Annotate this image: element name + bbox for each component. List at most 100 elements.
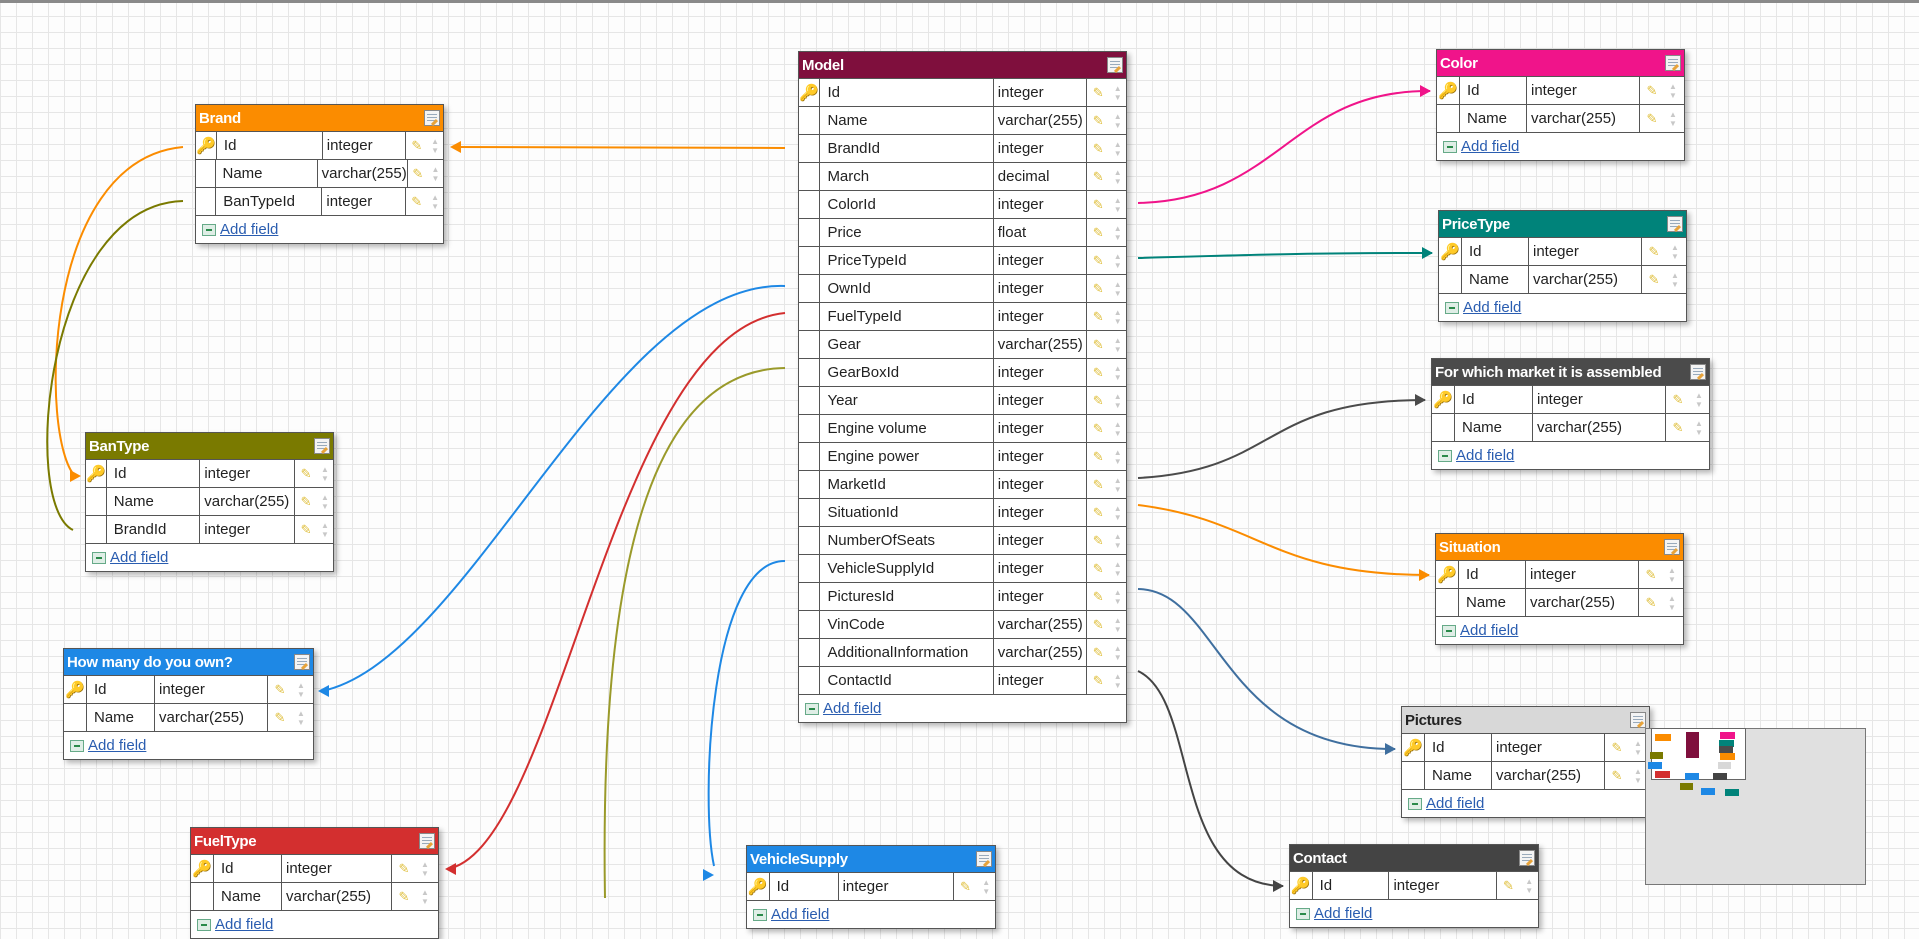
pencil-icon[interactable]: ✎ — [960, 878, 971, 894]
up-down-arrows-icon[interactable]: ▲▼ — [1634, 766, 1642, 785]
add-field-icon[interactable] — [1443, 140, 1457, 153]
table-header[interactable]: VehicleSupply — [747, 846, 995, 872]
up-down-arrows-icon[interactable]: ▲▼ — [431, 192, 440, 211]
pencil-icon[interactable]: ✎ — [1648, 243, 1660, 259]
add-field-link[interactable]: Add field — [1426, 795, 1485, 812]
add-field-icon[interactable] — [92, 551, 106, 564]
up-down-arrows-icon[interactable]: ▲▼ — [1695, 418, 1703, 437]
pencil-icon[interactable]: ✎ — [300, 493, 312, 509]
up-down-arrows-icon[interactable]: ▲▼ — [1113, 139, 1122, 158]
table-header[interactable]: Brand — [196, 105, 443, 131]
add-field-link[interactable]: Add field — [215, 916, 274, 933]
up-down-arrows-icon[interactable]: ▲▼ — [320, 464, 329, 483]
up-down-arrows-icon[interactable]: ▲▼ — [1113, 195, 1122, 214]
pencil-icon[interactable]: ✎ — [300, 521, 312, 537]
add-field-link[interactable]: Add field — [771, 906, 830, 923]
add-field-icon[interactable] — [753, 908, 767, 921]
table-header[interactable]: FuelType — [191, 828, 438, 854]
pencil-icon[interactable]: ✎ — [1092, 224, 1104, 240]
up-down-arrows-icon[interactable]: ▲▼ — [431, 136, 440, 155]
pencil-icon[interactable]: ✎ — [1092, 196, 1104, 212]
pencil-icon[interactable]: ✎ — [1092, 168, 1104, 184]
up-down-arrows-icon[interactable]: ▲▼ — [1669, 81, 1677, 100]
up-down-arrows-icon[interactable]: ▲▼ — [1525, 876, 1534, 895]
pencil-icon[interactable]: ✎ — [1646, 82, 1658, 98]
up-down-arrows-icon[interactable]: ▲▼ — [1671, 270, 1679, 289]
pencil-icon[interactable]: ✎ — [1645, 594, 1657, 610]
up-down-arrows-icon[interactable]: ▲▼ — [1113, 615, 1122, 634]
up-down-arrows-icon[interactable]: ▲▼ — [297, 708, 305, 727]
add-field-row[interactable]: Add field — [1290, 899, 1538, 927]
edit-table-icon[interactable] — [1665, 55, 1681, 71]
pencil-icon[interactable]: ✎ — [1503, 877, 1514, 893]
pencil-icon[interactable]: ✎ — [1092, 560, 1104, 576]
add-field-row[interactable]: Add field — [191, 910, 438, 938]
add-field-icon[interactable] — [1445, 301, 1459, 314]
add-field-row[interactable]: Add field — [1436, 616, 1683, 644]
up-down-arrows-icon[interactable]: ▲▼ — [1634, 738, 1642, 757]
up-down-arrows-icon[interactable]: ▲▼ — [1113, 307, 1122, 326]
up-down-arrows-icon[interactable]: ▲▼ — [1113, 83, 1122, 102]
pencil-icon[interactable]: ✎ — [1092, 308, 1104, 324]
edit-table-icon[interactable] — [424, 110, 440, 126]
up-down-arrows-icon[interactable]: ▲▼ — [1113, 531, 1122, 550]
add-field-icon[interactable] — [70, 739, 84, 752]
up-down-arrows-icon[interactable]: ▲▼ — [1113, 279, 1122, 298]
table-header[interactable]: Situation — [1436, 534, 1683, 560]
pencil-icon[interactable]: ✎ — [1092, 252, 1104, 268]
pencil-icon[interactable]: ✎ — [274, 709, 286, 725]
pencil-icon[interactable]: ✎ — [398, 888, 410, 904]
pencil-icon[interactable]: ✎ — [1092, 644, 1104, 660]
pencil-icon[interactable]: ✎ — [1092, 504, 1104, 520]
add-field-icon[interactable] — [1296, 907, 1310, 920]
up-down-arrows-icon[interactable]: ▲▼ — [1113, 111, 1122, 130]
add-field-icon[interactable] — [805, 702, 819, 715]
pencil-icon[interactable]: ✎ — [1092, 280, 1104, 296]
up-down-arrows-icon[interactable]: ▲▼ — [1668, 593, 1676, 612]
edit-table-icon[interactable] — [1667, 216, 1683, 232]
pencil-icon[interactable]: ✎ — [1672, 391, 1684, 407]
up-down-arrows-icon[interactable]: ▲▼ — [297, 680, 305, 699]
add-field-row[interactable]: Add field — [1437, 132, 1684, 160]
edit-table-icon[interactable] — [1630, 712, 1646, 728]
pencil-icon[interactable]: ✎ — [1092, 140, 1104, 156]
pencil-icon[interactable]: ✎ — [1646, 110, 1658, 126]
edit-table-icon[interactable] — [314, 438, 330, 454]
add-field-row[interactable]: Add field — [1402, 789, 1649, 817]
pencil-icon[interactable]: ✎ — [1092, 448, 1104, 464]
pencil-icon[interactable]: ✎ — [398, 860, 410, 876]
pencil-icon[interactable]: ✎ — [411, 137, 423, 153]
pencil-icon[interactable]: ✎ — [1092, 392, 1104, 408]
table-header[interactable]: How many do you own? — [64, 649, 313, 675]
add-field-icon[interactable] — [1442, 624, 1456, 637]
up-down-arrows-icon[interactable]: ▲▼ — [1113, 223, 1122, 242]
